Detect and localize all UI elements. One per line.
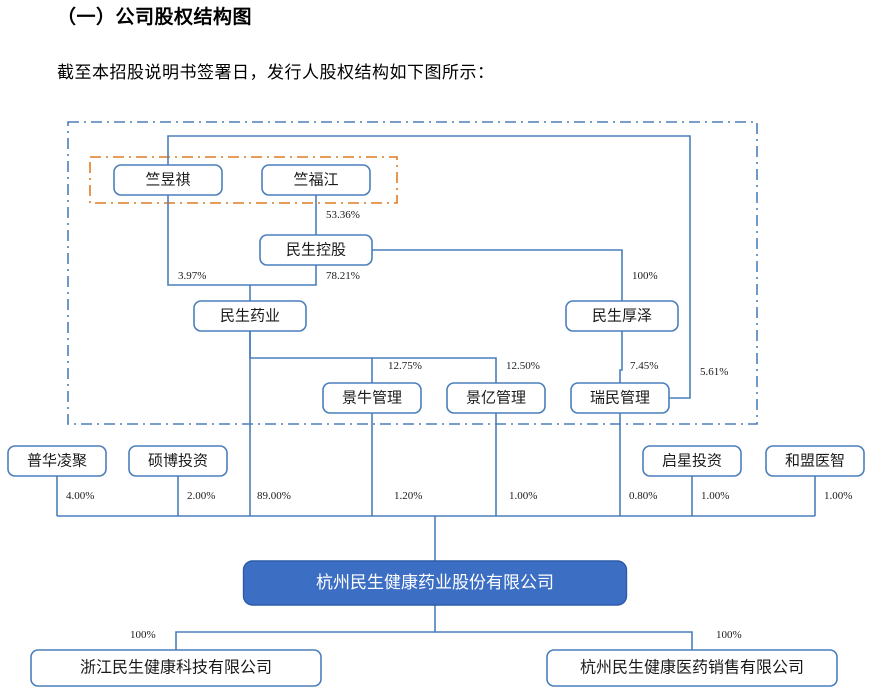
node-mskg[interactable]: 民生控股 — [259, 234, 373, 266]
node-rmgl-box — [570, 382, 670, 414]
e-mskg-mshz-label: 100% — [632, 270, 658, 282]
node-mshz-label: 民生厚泽 — [592, 307, 652, 324]
node-jyigl[interactable]: 景亿管理 — [446, 382, 546, 414]
edge-issuer-sub2 — [435, 631, 693, 650]
node-sbtz-label: 硕博投资 — [148, 452, 208, 469]
control-group — [67, 121, 758, 425]
node-qxtz[interactable]: 启星投资 — [642, 445, 742, 477]
e-msyy-iss-label: 89.00% — [257, 490, 291, 502]
node-zhufujiang-box — [261, 164, 371, 196]
node-sub1-label: 浙江民生健康科技有限公司 — [80, 659, 272, 677]
edge-msyy-jingniu — [249, 331, 373, 383]
e-jnq-iss-label: 1.20% — [394, 490, 422, 502]
node-zhuyuqi[interactable]: 竺昱祺 — [113, 164, 223, 196]
connector-lines — [56, 135, 816, 650]
node-mshz-box — [565, 300, 679, 332]
node-mskg-label: 民生控股 — [286, 241, 346, 258]
edge-mshz-ruimin — [619, 331, 623, 383]
e-mshz-rmgl-label: 7.45% — [630, 360, 658, 372]
node-hmyz-label: 和盟医智 — [785, 451, 845, 469]
node-issuer-box — [242, 560, 628, 606]
e-msyy-jnq-label: 12.75% — [388, 360, 422, 372]
node-zhuyuqi-label: 竺昱祺 — [145, 171, 190, 188]
node-sub2-box — [546, 649, 838, 687]
node-jnqgl-label: 景牛管理 — [342, 389, 402, 406]
e-mskg-msyy-label: 78.21% — [326, 270, 360, 282]
node-sub1[interactable]: 浙江民生健康科技有限公司 — [30, 649, 322, 687]
node-jnqgl-box — [322, 382, 422, 414]
node-jyigl-box — [446, 382, 546, 414]
edge-mskg-msyy — [250, 265, 317, 286]
node-sub2-label: 杭州民生健康医药销售有限公司 — [580, 659, 804, 677]
group-boundaries — [67, 121, 758, 425]
node-zhufujiang-label: 竺福江 — [293, 171, 338, 188]
node-issuer-label: 杭州民生健康药业股份有限公司 — [316, 573, 554, 592]
node-qxtz-label: 启星投资 — [662, 452, 722, 469]
e-zyq-rmgl-label: 5.61% — [700, 366, 728, 378]
edge-zhuyuqi-msyy — [167, 195, 251, 301]
node-rmgl[interactable]: 瑞民管理 — [570, 382, 670, 414]
e-jyi-iss-label: 1.00% — [509, 490, 537, 502]
node-msyy[interactable]: 民生药业 — [193, 300, 307, 332]
node-zhufujiang[interactable]: 竺福江 — [261, 164, 371, 196]
edge-issuer-sub1 — [175, 605, 436, 650]
e-iss-sub1-label: 100% — [130, 629, 156, 641]
node-mshz[interactable]: 民生厚泽 — [565, 300, 679, 332]
e-zyq-msyy-label: 3.97% — [178, 270, 206, 282]
node-msyy-box — [193, 300, 307, 332]
node-sbtz-box — [128, 445, 228, 477]
edge-percent-labels: 53.36% 3.97% 78.21% 100% 12.75% 12.50% 7.45% 5.… — [66, 209, 852, 641]
node-hmyz[interactable]: 和盟医智 — [765, 445, 865, 477]
node-sub1-box — [30, 649, 322, 687]
e-iss-sub2-label: 100% — [716, 629, 742, 641]
node-msyy-label: 民生药业 — [220, 307, 280, 324]
edge-zhuyuqi-top-rmgl — [167, 135, 691, 399]
node-mskg-box — [259, 234, 373, 266]
node-jyigl-label: 景亿管理 — [466, 389, 526, 406]
node-sbtz[interactable]: 硕博投资 — [128, 445, 228, 477]
edge-mskg-mshz — [372, 249, 623, 301]
node-phlj-box — [7, 445, 107, 477]
e-rmgl-iss-label: 0.80% — [629, 490, 657, 502]
node-hmyz-box — [765, 445, 865, 477]
intro-paragraph: 截至本招股说明书签署日，发行人股权结构如下图所示： — [57, 63, 495, 82]
actual-control — [89, 156, 398, 204]
node-qxtz-box — [642, 445, 742, 477]
node-jnqgl[interactable]: 景牛管理 — [322, 382, 422, 414]
node-sub2[interactable]: 杭州民生健康医药销售有限公司 — [546, 649, 838, 687]
node-phlj[interactable]: 普华凌聚 — [7, 445, 107, 477]
node-rmgl-label: 瑞民管理 — [590, 389, 650, 406]
e-hmyz-iss-label: 1.00% — [824, 490, 852, 502]
e-qxtz-iss-label: 1.00% — [701, 490, 729, 502]
node-zhuyuqi-box — [113, 164, 223, 196]
e-msyy-jyi-label: 12.50% — [506, 360, 540, 372]
node-issuer[interactable]: 杭州民生健康药业股份有限公司 — [242, 560, 628, 606]
e-zfj-mskg-label: 53.36% — [326, 209, 360, 221]
e-sbtz-iss-label: 2.00% — [187, 490, 215, 502]
node-phlj-label: 普华凌聚 — [27, 452, 87, 469]
edge-msyy-jingyi — [372, 357, 497, 383]
section-heading: （一）公司股权结构图 — [57, 7, 253, 28]
e-phlj-iss-label: 4.00% — [66, 490, 94, 502]
